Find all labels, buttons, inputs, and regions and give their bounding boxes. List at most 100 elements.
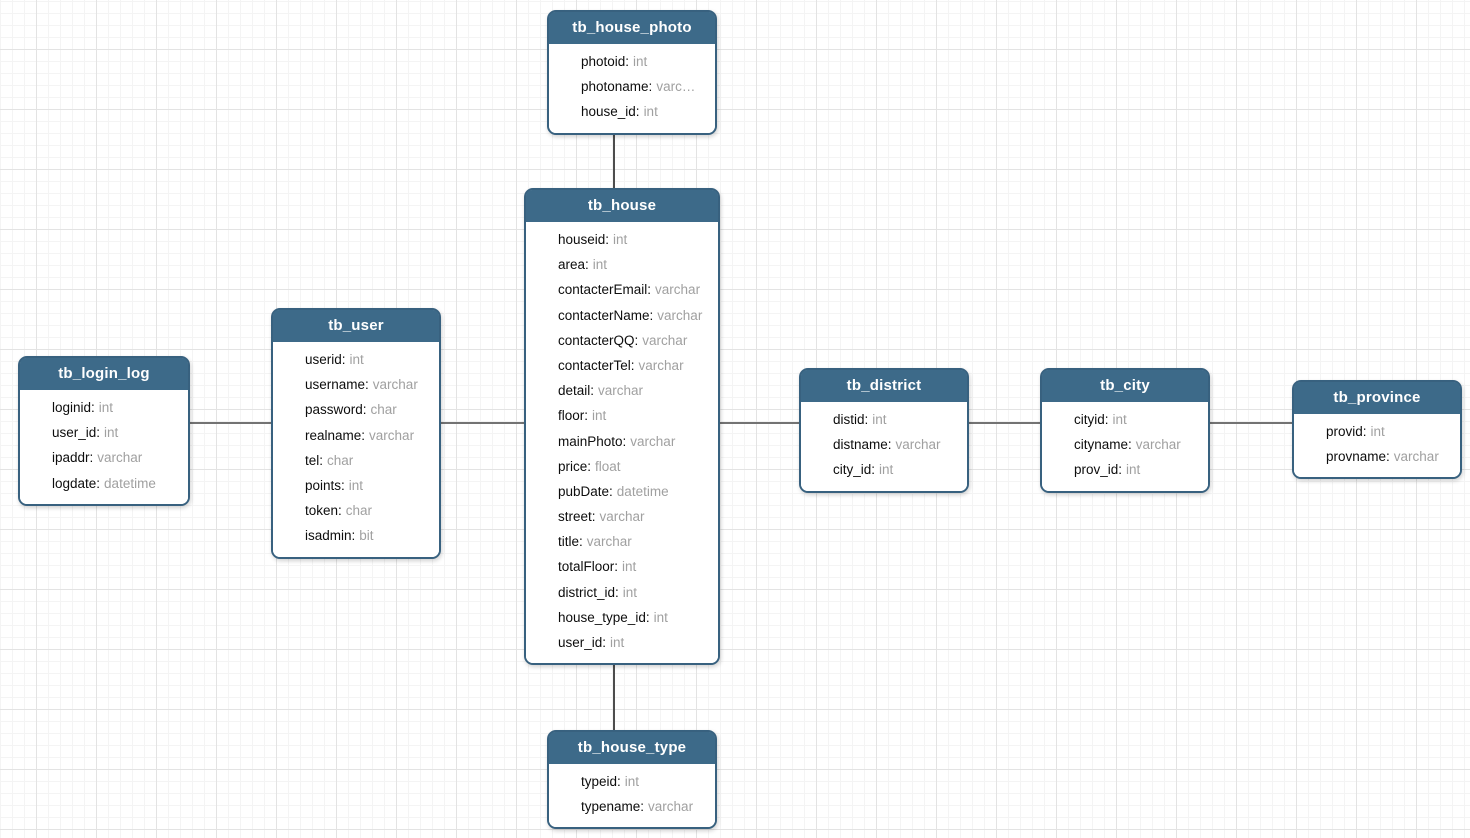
field-type: int (633, 54, 648, 69)
field-row: logdate:datetime (20, 471, 188, 496)
field-row: cityid:int (1042, 407, 1208, 432)
field-type: int (643, 104, 658, 120)
field-type: int (592, 408, 607, 424)
field-row: mainPhoto:varchar (526, 429, 718, 454)
field-name: loginid: (52, 400, 95, 415)
field-row: tel:char (273, 448, 439, 473)
field-type: varchar (630, 433, 676, 449)
field-type: int (879, 462, 894, 478)
table-tb-login-log[interactable]: tb_login_log loginid: int user_id:int ipa… (18, 356, 190, 506)
edge-city-province[interactable] (1208, 422, 1293, 424)
table-tb-user[interactable]: tb_user userid:int username:varchar pass… (271, 308, 441, 559)
edge-house-district[interactable] (719, 422, 800, 424)
edge-login-log-user[interactable] (189, 422, 272, 424)
field-row: contacterName:varchar (526, 303, 718, 328)
field-row: distid:int (801, 407, 967, 432)
field-row: contacterTel:varchar (526, 353, 718, 378)
table-body: distid:int distname:varchar city_id:int (801, 402, 967, 491)
table-body: houseid:int area:int contacterEmail:varc… (526, 222, 718, 664)
table-body: typeid:int typename:varchar (549, 764, 715, 828)
field-name: price: (558, 458, 592, 474)
edge-house-photo-house[interactable] (613, 131, 615, 189)
field-type: int (592, 257, 608, 273)
field-type: varchar (1135, 437, 1181, 453)
field-row: distname:varchar (801, 432, 967, 457)
table-tb-district[interactable]: tb_district distid:int distname:varchar … (799, 368, 969, 493)
edge-user-house[interactable] (440, 422, 525, 424)
table-title: tb_login_log (20, 358, 188, 390)
field-type: datetime (104, 475, 156, 491)
field-type: varchar (97, 450, 143, 466)
edge-district-city[interactable] (967, 422, 1041, 424)
field-type: int (610, 635, 625, 650)
field-row: cityname:varchar (1042, 432, 1208, 457)
table-body: userid:int username:varchar password:cha… (273, 342, 439, 557)
field-row: street:varchar (526, 504, 718, 529)
table-title: tb_province (1294, 382, 1460, 414)
field-type: varchar (1393, 449, 1439, 465)
field-type: int (104, 425, 119, 441)
field-type: varc… (656, 79, 696, 95)
field-row: prov_id:int (1042, 457, 1208, 482)
field-row: isadmin:bit (273, 523, 439, 548)
field-type: float (595, 458, 621, 474)
field-type: int (1112, 412, 1127, 427)
field-name: typename: (581, 799, 645, 815)
field-type: datetime (616, 483, 669, 499)
field-row: typename:varchar (549, 794, 715, 819)
field-row: detail:varchar (526, 378, 718, 403)
field-row: area:int (526, 252, 718, 277)
field-row: photoname:varc… (549, 74, 715, 99)
field-row: houseid:int (526, 227, 718, 252)
field-name: isadmin: (305, 528, 356, 544)
table-tb-house-photo[interactable]: tb_house_photo photoid:int photoname:var… (547, 10, 717, 135)
field-name: contacterEmail: (558, 282, 652, 298)
field-row: ipaddr:varchar (20, 445, 188, 470)
field-name: cityid: (1074, 412, 1109, 427)
field-name: area: (558, 257, 589, 273)
field-row: pubDate:datetime (526, 479, 718, 504)
field-row: totalFloor:int (526, 554, 718, 579)
field-type: bit (359, 528, 374, 544)
field-name: user_id: (558, 635, 607, 650)
field-name: contacterTel: (558, 357, 635, 373)
field-type: char (327, 452, 354, 468)
table-title: tb_house (526, 190, 718, 222)
field-type: char (370, 402, 397, 418)
table-tb-house[interactable]: tb_house houseid:int area:int contacterE… (524, 188, 720, 666)
field-type: int (872, 412, 887, 427)
field-name: password: (305, 402, 367, 418)
edge-house-house-type[interactable] (613, 664, 615, 731)
field-row: contacterQQ:varchar (526, 328, 718, 353)
table-title: tb_user (273, 310, 439, 342)
field-name: district_id: (558, 584, 619, 600)
field-type: varchar (369, 427, 415, 443)
field-name: distid: (833, 412, 869, 427)
field-name: title: (558, 534, 583, 550)
field-type: varchar (648, 799, 694, 815)
field-name: provid: (1326, 424, 1367, 439)
field-row: realname:varchar (273, 423, 439, 448)
field-name: prov_id: (1074, 462, 1123, 478)
field-type: varchar (638, 357, 684, 373)
field-row: username:varchar (273, 372, 439, 397)
field-row: user_id:int (20, 420, 188, 445)
field-row: photoid:int (549, 49, 715, 74)
field-row: provid:int (1294, 419, 1460, 444)
field-name: logdate: (52, 475, 101, 491)
field-name: distname: (833, 437, 892, 453)
field-name: contacterQQ: (558, 332, 639, 348)
table-tb-house-type[interactable]: tb_house_type typeid:int typename:varcha… (547, 730, 717, 830)
table-title: tb_district (801, 370, 967, 402)
field-name: username: (305, 377, 369, 393)
field-type: int (624, 774, 640, 789)
field-type: int (348, 477, 364, 493)
table-tb-city[interactable]: tb_city cityid:int cityname:varchar prov… (1040, 368, 1210, 493)
field-type: varchar (372, 377, 418, 393)
table-tb-province[interactable]: tb_province provid:int provname:varchar (1292, 380, 1462, 480)
table-title: tb_city (1042, 370, 1208, 402)
table-body: photoid:int photoname:varc… house_id:int (549, 44, 715, 133)
field-name: photoname: (581, 79, 653, 95)
field-row: typeid:int (549, 769, 715, 794)
